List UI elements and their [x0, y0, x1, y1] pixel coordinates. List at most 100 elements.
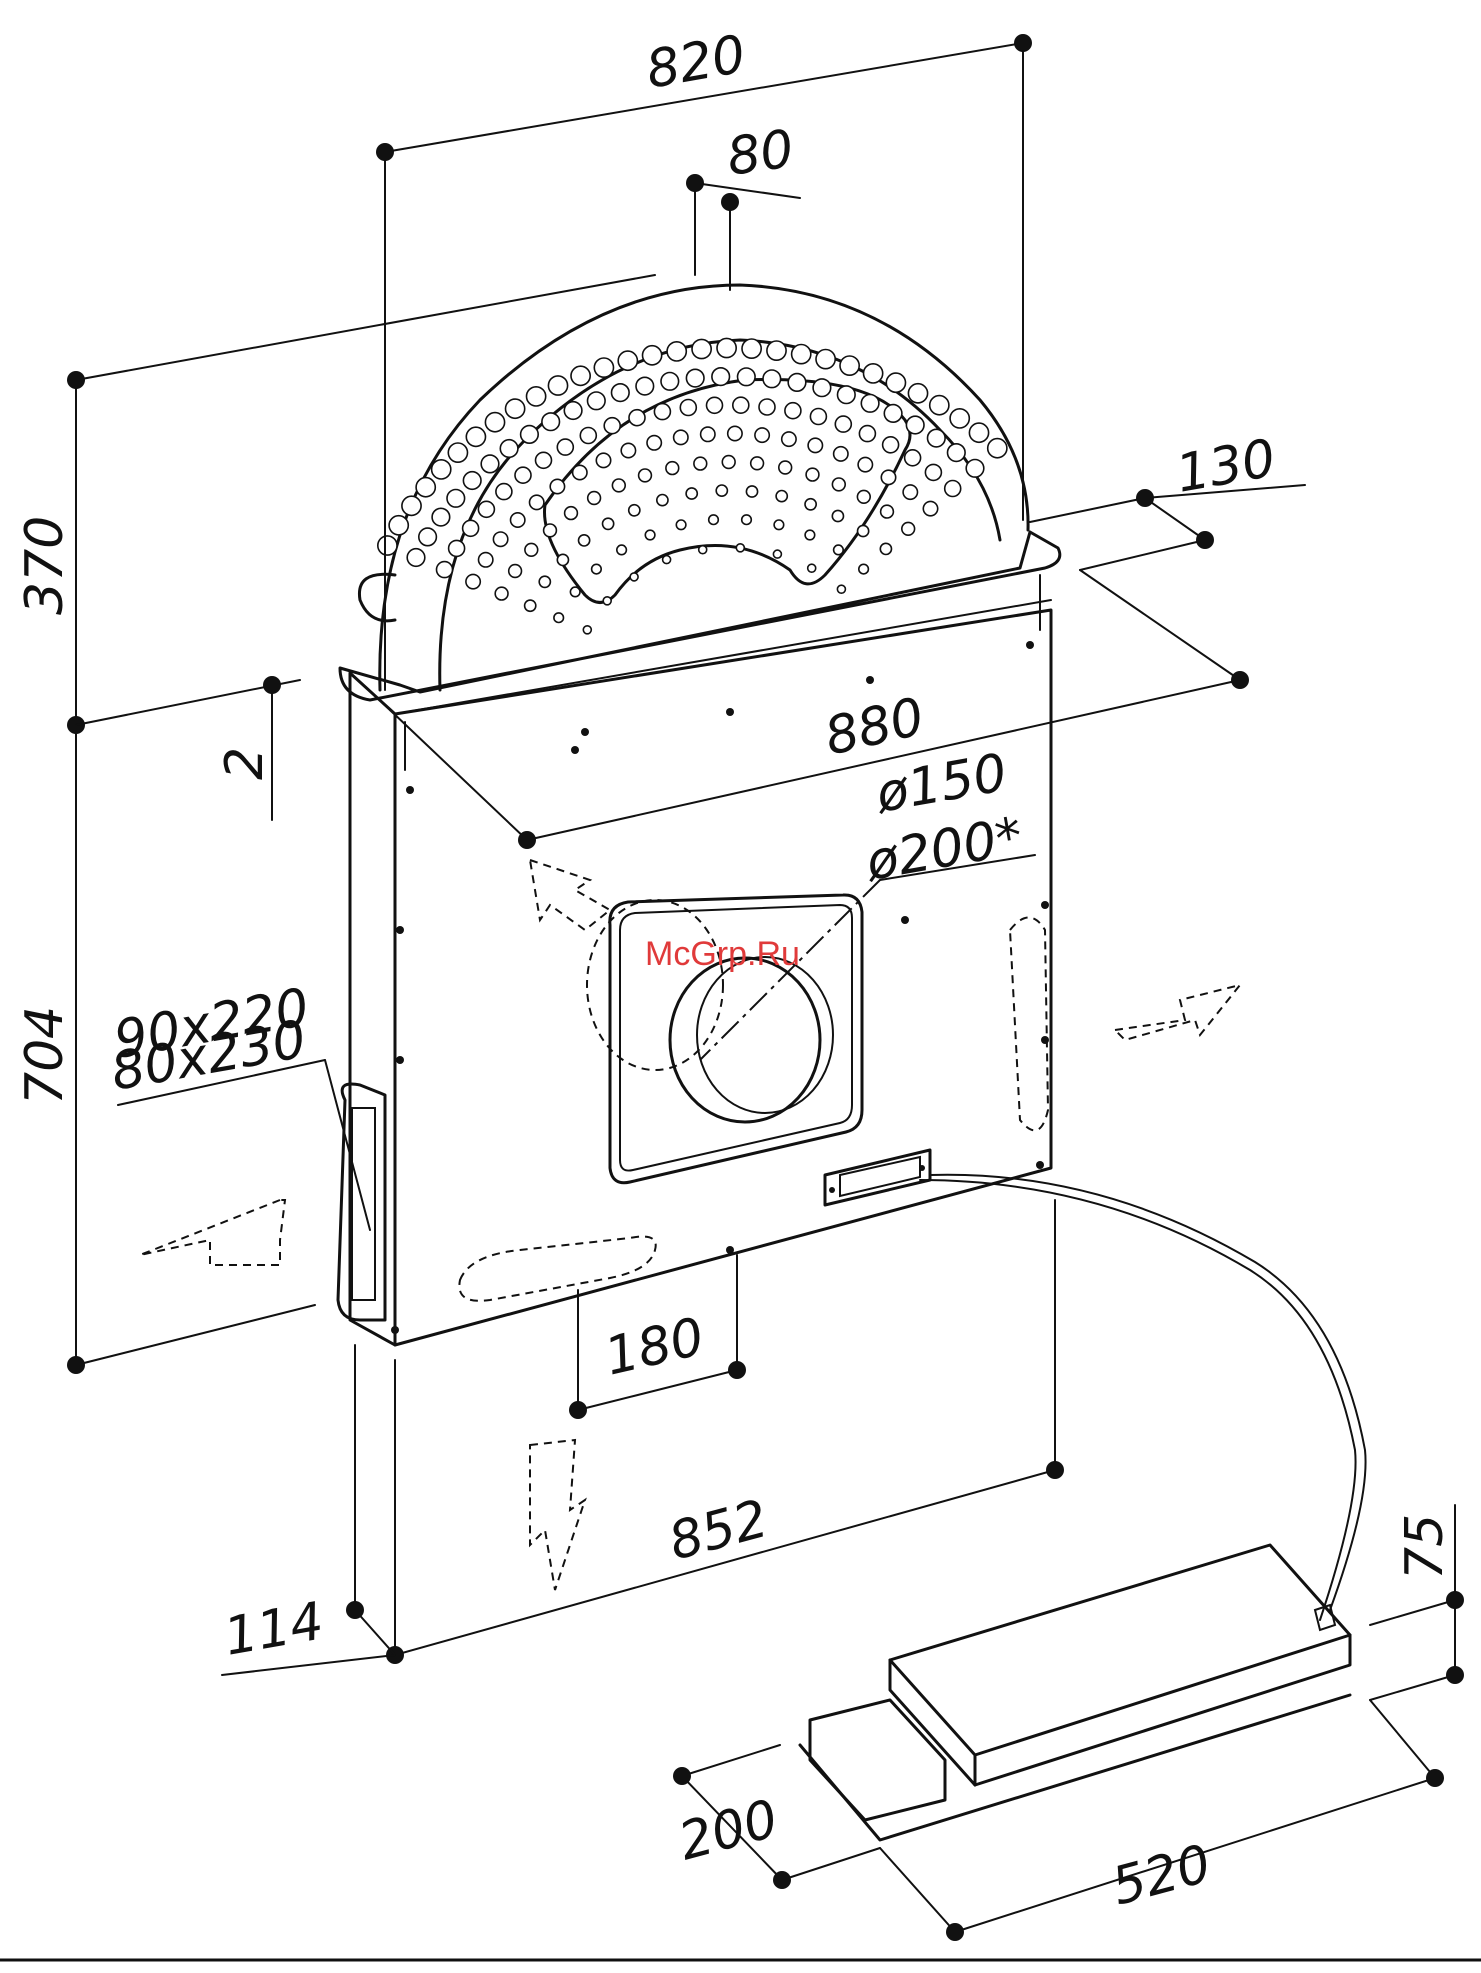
perforation-hole	[774, 520, 784, 530]
perforation-hole	[592, 564, 602, 574]
perforation-hole	[674, 430, 688, 444]
perforation-hole	[988, 439, 1007, 458]
perforation-hole	[466, 574, 480, 588]
perforation-hole	[432, 508, 450, 526]
perforation-hole	[966, 460, 984, 478]
perforation-hole	[542, 413, 560, 431]
perforation-hole	[557, 554, 568, 565]
dim-114: 114	[220, 1591, 328, 1667]
perforation-hole	[645, 530, 655, 540]
perforation-hole	[838, 386, 856, 404]
perforation-hole	[837, 585, 845, 593]
perforation-hole	[511, 513, 525, 527]
dim-852: 852	[663, 1489, 774, 1573]
perforation-hole	[666, 462, 679, 475]
perforation-hole	[495, 587, 508, 600]
perforation-hole	[908, 384, 927, 403]
perforation-hole	[930, 396, 949, 415]
perforation-hole	[776, 491, 787, 502]
perforation-hole	[886, 373, 905, 392]
dim-130: 130	[1172, 428, 1280, 504]
perforation-hole	[530, 495, 544, 509]
perforation-hole	[858, 457, 872, 471]
arrow-down	[530, 1440, 585, 1590]
perforation-hole	[759, 399, 775, 415]
perforation-hole	[816, 350, 835, 369]
perforation-hole	[481, 455, 499, 473]
watermark: McGrp.Ru	[645, 935, 800, 973]
perforation-hole	[485, 413, 504, 432]
perforation-hole	[701, 427, 715, 441]
perforation-hole	[858, 525, 869, 536]
perforation-hole	[612, 479, 625, 492]
perforation-hole	[902, 522, 915, 535]
perforation-hole	[618, 351, 637, 370]
perforation-hole	[647, 436, 661, 450]
perforation-hole	[928, 429, 946, 447]
perforation-hole	[603, 518, 614, 529]
perforation-hole	[639, 469, 652, 482]
side-vent	[338, 1084, 385, 1320]
perforation-hole	[594, 358, 613, 377]
perforation-hole	[663, 556, 671, 564]
perforation-hole	[629, 505, 640, 516]
arrow-right	[1115, 985, 1240, 1040]
perforation-hole	[686, 369, 704, 387]
perforation-hole	[880, 543, 891, 554]
perforation-hole	[612, 384, 630, 402]
perforation-hole	[840, 356, 859, 375]
perforation-hole	[835, 416, 851, 432]
perforation-hole	[630, 573, 638, 581]
perforation-hole	[859, 564, 869, 574]
perforation-hole	[805, 499, 816, 510]
perforation-hole	[448, 443, 467, 462]
perforation-hole	[496, 484, 512, 500]
perforation-hole	[463, 472, 481, 490]
arrow-left	[140, 1200, 285, 1265]
dim-180: 180	[599, 1307, 709, 1388]
perforation-hole	[779, 461, 792, 474]
perforation-hole	[432, 460, 451, 479]
control-box	[800, 1175, 1366, 1840]
dim-75: 75	[1395, 1514, 1455, 1580]
perforation-hole	[550, 479, 564, 493]
perforation-hole	[905, 450, 921, 466]
perforation-hole	[389, 516, 408, 535]
perforation-hole	[588, 392, 606, 410]
perforation-hole	[736, 544, 744, 552]
perforation-hole	[505, 399, 524, 418]
dim-880: 880	[819, 687, 929, 768]
perforation-hole	[449, 540, 465, 556]
perforation-hole	[805, 530, 815, 540]
perforation-hole	[419, 528, 437, 546]
dim-520: 520	[1106, 1834, 1217, 1918]
perforation-hole	[629, 410, 645, 426]
dim-820: 820	[642, 24, 750, 100]
perforation-hole	[742, 339, 761, 358]
perforation-hole	[621, 443, 635, 457]
perforation-hole	[525, 600, 536, 611]
perforation-hole	[564, 402, 582, 420]
perforation-hole	[463, 520, 479, 536]
perforation-hole	[950, 409, 969, 428]
perforation-hole	[515, 467, 531, 483]
perforation-hole	[883, 437, 899, 453]
perforation-hole	[808, 438, 822, 452]
bottom-slot-outline	[459, 1237, 655, 1301]
perforation-hole	[751, 457, 764, 470]
power-connector	[825, 1150, 930, 1205]
perforation-hole	[925, 464, 941, 480]
perforation-hole	[832, 478, 845, 491]
arrow-upleft	[530, 860, 610, 930]
perforation-hole	[742, 515, 752, 525]
dim-2: 2	[215, 747, 275, 780]
perforation-hole	[654, 404, 670, 420]
perforation-hole	[832, 510, 843, 521]
perforation-hole	[539, 576, 550, 587]
perforation-hole	[407, 549, 425, 567]
perforation-hole	[565, 507, 578, 520]
perforation-hole	[806, 468, 819, 481]
perforation-hole	[788, 374, 806, 392]
perforation-hole	[527, 387, 546, 406]
perforation-hole	[617, 545, 627, 555]
